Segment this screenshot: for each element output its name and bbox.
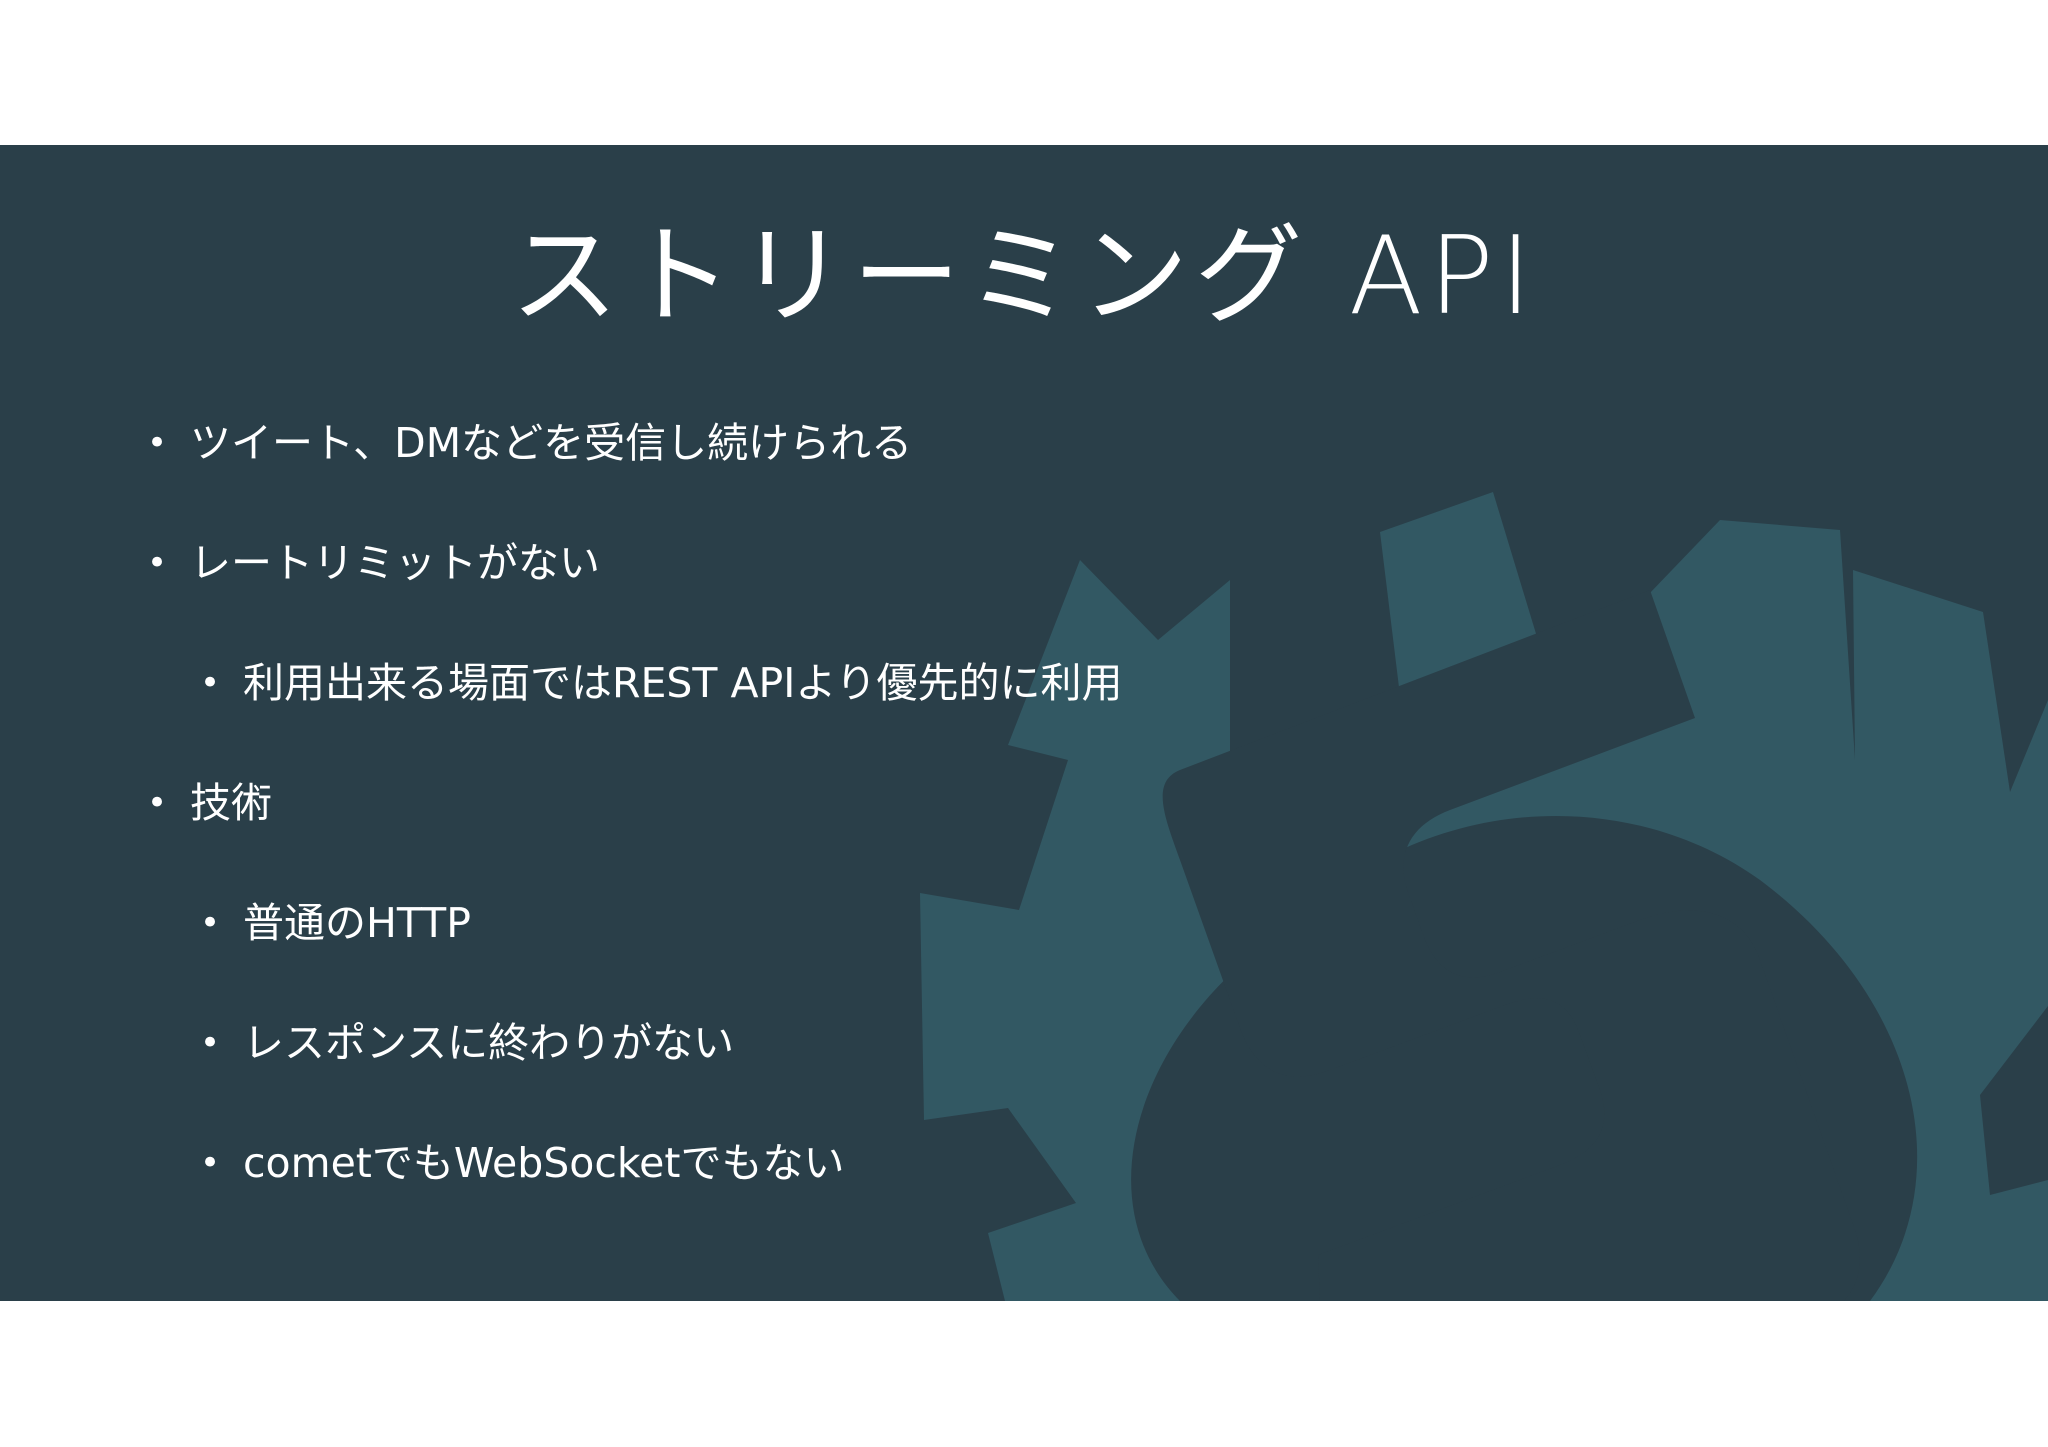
bullet-dot: • — [147, 543, 168, 583]
bullet-text: 技術 — [190, 779, 272, 827]
bullet-dot: • — [147, 423, 168, 463]
slide: ストリーミング API • ツイート、DMなどを受信し続けられる • レートリミ… — [0, 145, 2048, 1301]
slide-title: ストリーミング API — [510, 214, 1538, 339]
bullet-dot: • — [200, 1023, 221, 1063]
bullet-text: レスポンスに終わりがない — [243, 1019, 735, 1067]
bullet-text: 普通のHTTP — [243, 899, 471, 947]
bullet-item: • レートリミットがない — [147, 535, 600, 591]
gear-s-logo-icon — [920, 492, 2048, 1301]
bullet-text: レートリミットがない — [190, 539, 600, 587]
bullet-text: 利用出来る場面ではREST APIより優先的に利用 — [243, 659, 1123, 707]
bullet-item: • ツイート、DMなどを受信し続けられる — [147, 415, 913, 471]
bullet-dot: • — [200, 903, 221, 943]
bullet-text: cometでもWebSocketでもない — [243, 1139, 845, 1187]
bullet-item: • 技術 — [147, 775, 272, 831]
bullet-text: ツイート、DMなどを受信し続けられる — [190, 419, 913, 467]
bullet-dot: • — [147, 783, 168, 823]
sub-bullet-item: • レスポンスに終わりがない — [200, 1015, 735, 1071]
sub-bullet-item: • 利用出来る場面ではREST APIより優先的に利用 — [200, 655, 1123, 711]
bullet-dot: • — [200, 663, 221, 703]
bullet-dot: • — [200, 1143, 221, 1183]
sub-bullet-item: • cometでもWebSocketでもない — [200, 1135, 845, 1191]
sub-bullet-item: • 普通のHTTP — [200, 895, 471, 951]
